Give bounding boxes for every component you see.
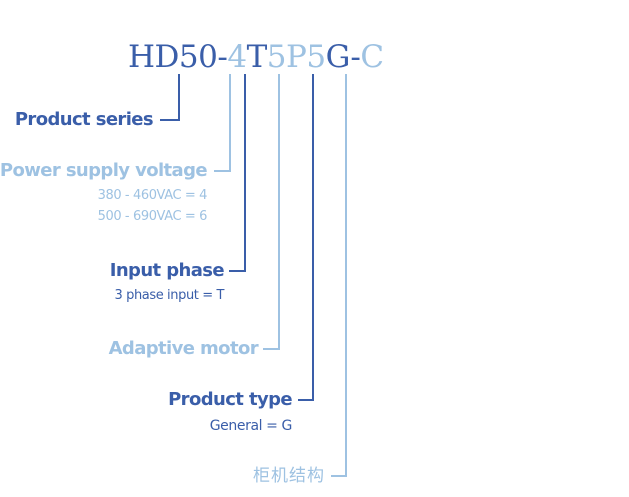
- product-type-option: General = G: [209, 418, 293, 434]
- connector-power-supply-voltage: [214, 74, 231, 172]
- code-structure-segment: C: [360, 39, 384, 75]
- code-motor-segment: 5P5: [266, 39, 326, 75]
- product-series-label: Product series: [14, 109, 154, 130]
- power-supply-voltage-label: Power supply voltage: [0, 160, 208, 181]
- code-series-segment: HD50: [128, 39, 218, 75]
- cabinet-structure-label: 柜机结构: [253, 466, 325, 486]
- voltage-option: 500 - 690VAC = 6: [97, 209, 208, 224]
- connector-product-type: [298, 74, 314, 401]
- input-phase-option: 3 phase input = T: [114, 288, 224, 303]
- model-code: HD50-4T5P5G-C: [128, 38, 384, 76]
- connector-cabinet-structure: [331, 74, 347, 477]
- code-voltage-segment: 4: [227, 39, 247, 75]
- code-hyphen: -: [350, 39, 361, 75]
- input-phase-label: Input phase: [109, 260, 225, 281]
- connector-product-series: [160, 74, 180, 121]
- connector-adaptive-motor: [263, 74, 280, 350]
- code-type-segment: G: [325, 39, 351, 75]
- connector-input-phase: [229, 74, 246, 272]
- adaptive-motor-label: Adaptive motor: [108, 338, 259, 359]
- product-type-label: Product type: [168, 389, 293, 410]
- voltage-option: 380 - 460VAC = 4: [97, 188, 208, 203]
- code-phase-segment: T: [246, 39, 268, 75]
- code-hyphen: -: [217, 39, 228, 75]
